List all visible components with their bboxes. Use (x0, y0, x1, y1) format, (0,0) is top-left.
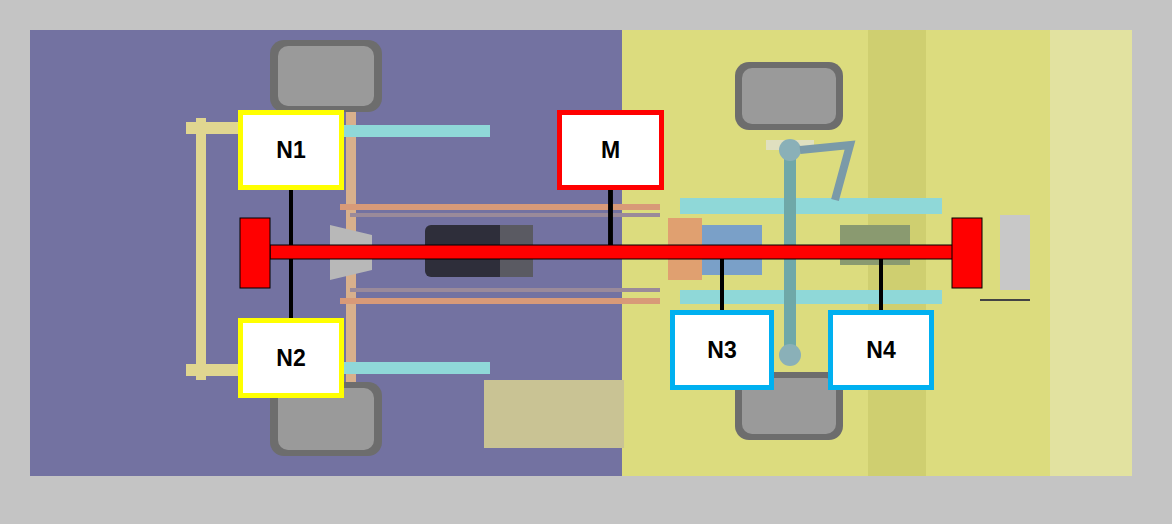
wheel-tread (742, 68, 836, 124)
trailing-arm (340, 362, 490, 374)
plate (484, 380, 624, 448)
steering-arm (800, 145, 850, 200)
node-label: N3 (707, 337, 736, 364)
bracket (186, 364, 246, 376)
bus-terminator (952, 218, 982, 288)
joint (779, 344, 801, 366)
bracket (186, 122, 246, 134)
suspension-plate (680, 198, 942, 214)
sensor-box (1000, 215, 1030, 290)
light-strip (1050, 30, 1132, 476)
wheel (735, 62, 843, 130)
node-label: M (601, 137, 620, 164)
frame-rail (350, 288, 660, 292)
frame-rail (350, 213, 660, 217)
bus-connector (291, 190, 611, 252)
node-label: N4 (866, 337, 895, 364)
bus-line (270, 245, 954, 259)
node-box: N3 (670, 310, 774, 390)
frame-rail (340, 298, 660, 304)
node-label: N1 (276, 137, 305, 164)
joint (779, 139, 801, 161)
node-label: N2 (276, 345, 305, 372)
suspension-plate (680, 290, 942, 304)
node-box: N2 (238, 318, 344, 398)
node-box: M (557, 110, 664, 190)
trailing-arm (340, 125, 490, 137)
node-box: N4 (828, 310, 934, 390)
bus-terminator (240, 218, 270, 288)
wheel-tread (278, 46, 374, 106)
bumper-bar (196, 118, 206, 380)
wheel (270, 40, 382, 112)
node-box: N1 (238, 110, 344, 190)
cable (980, 299, 1030, 301)
